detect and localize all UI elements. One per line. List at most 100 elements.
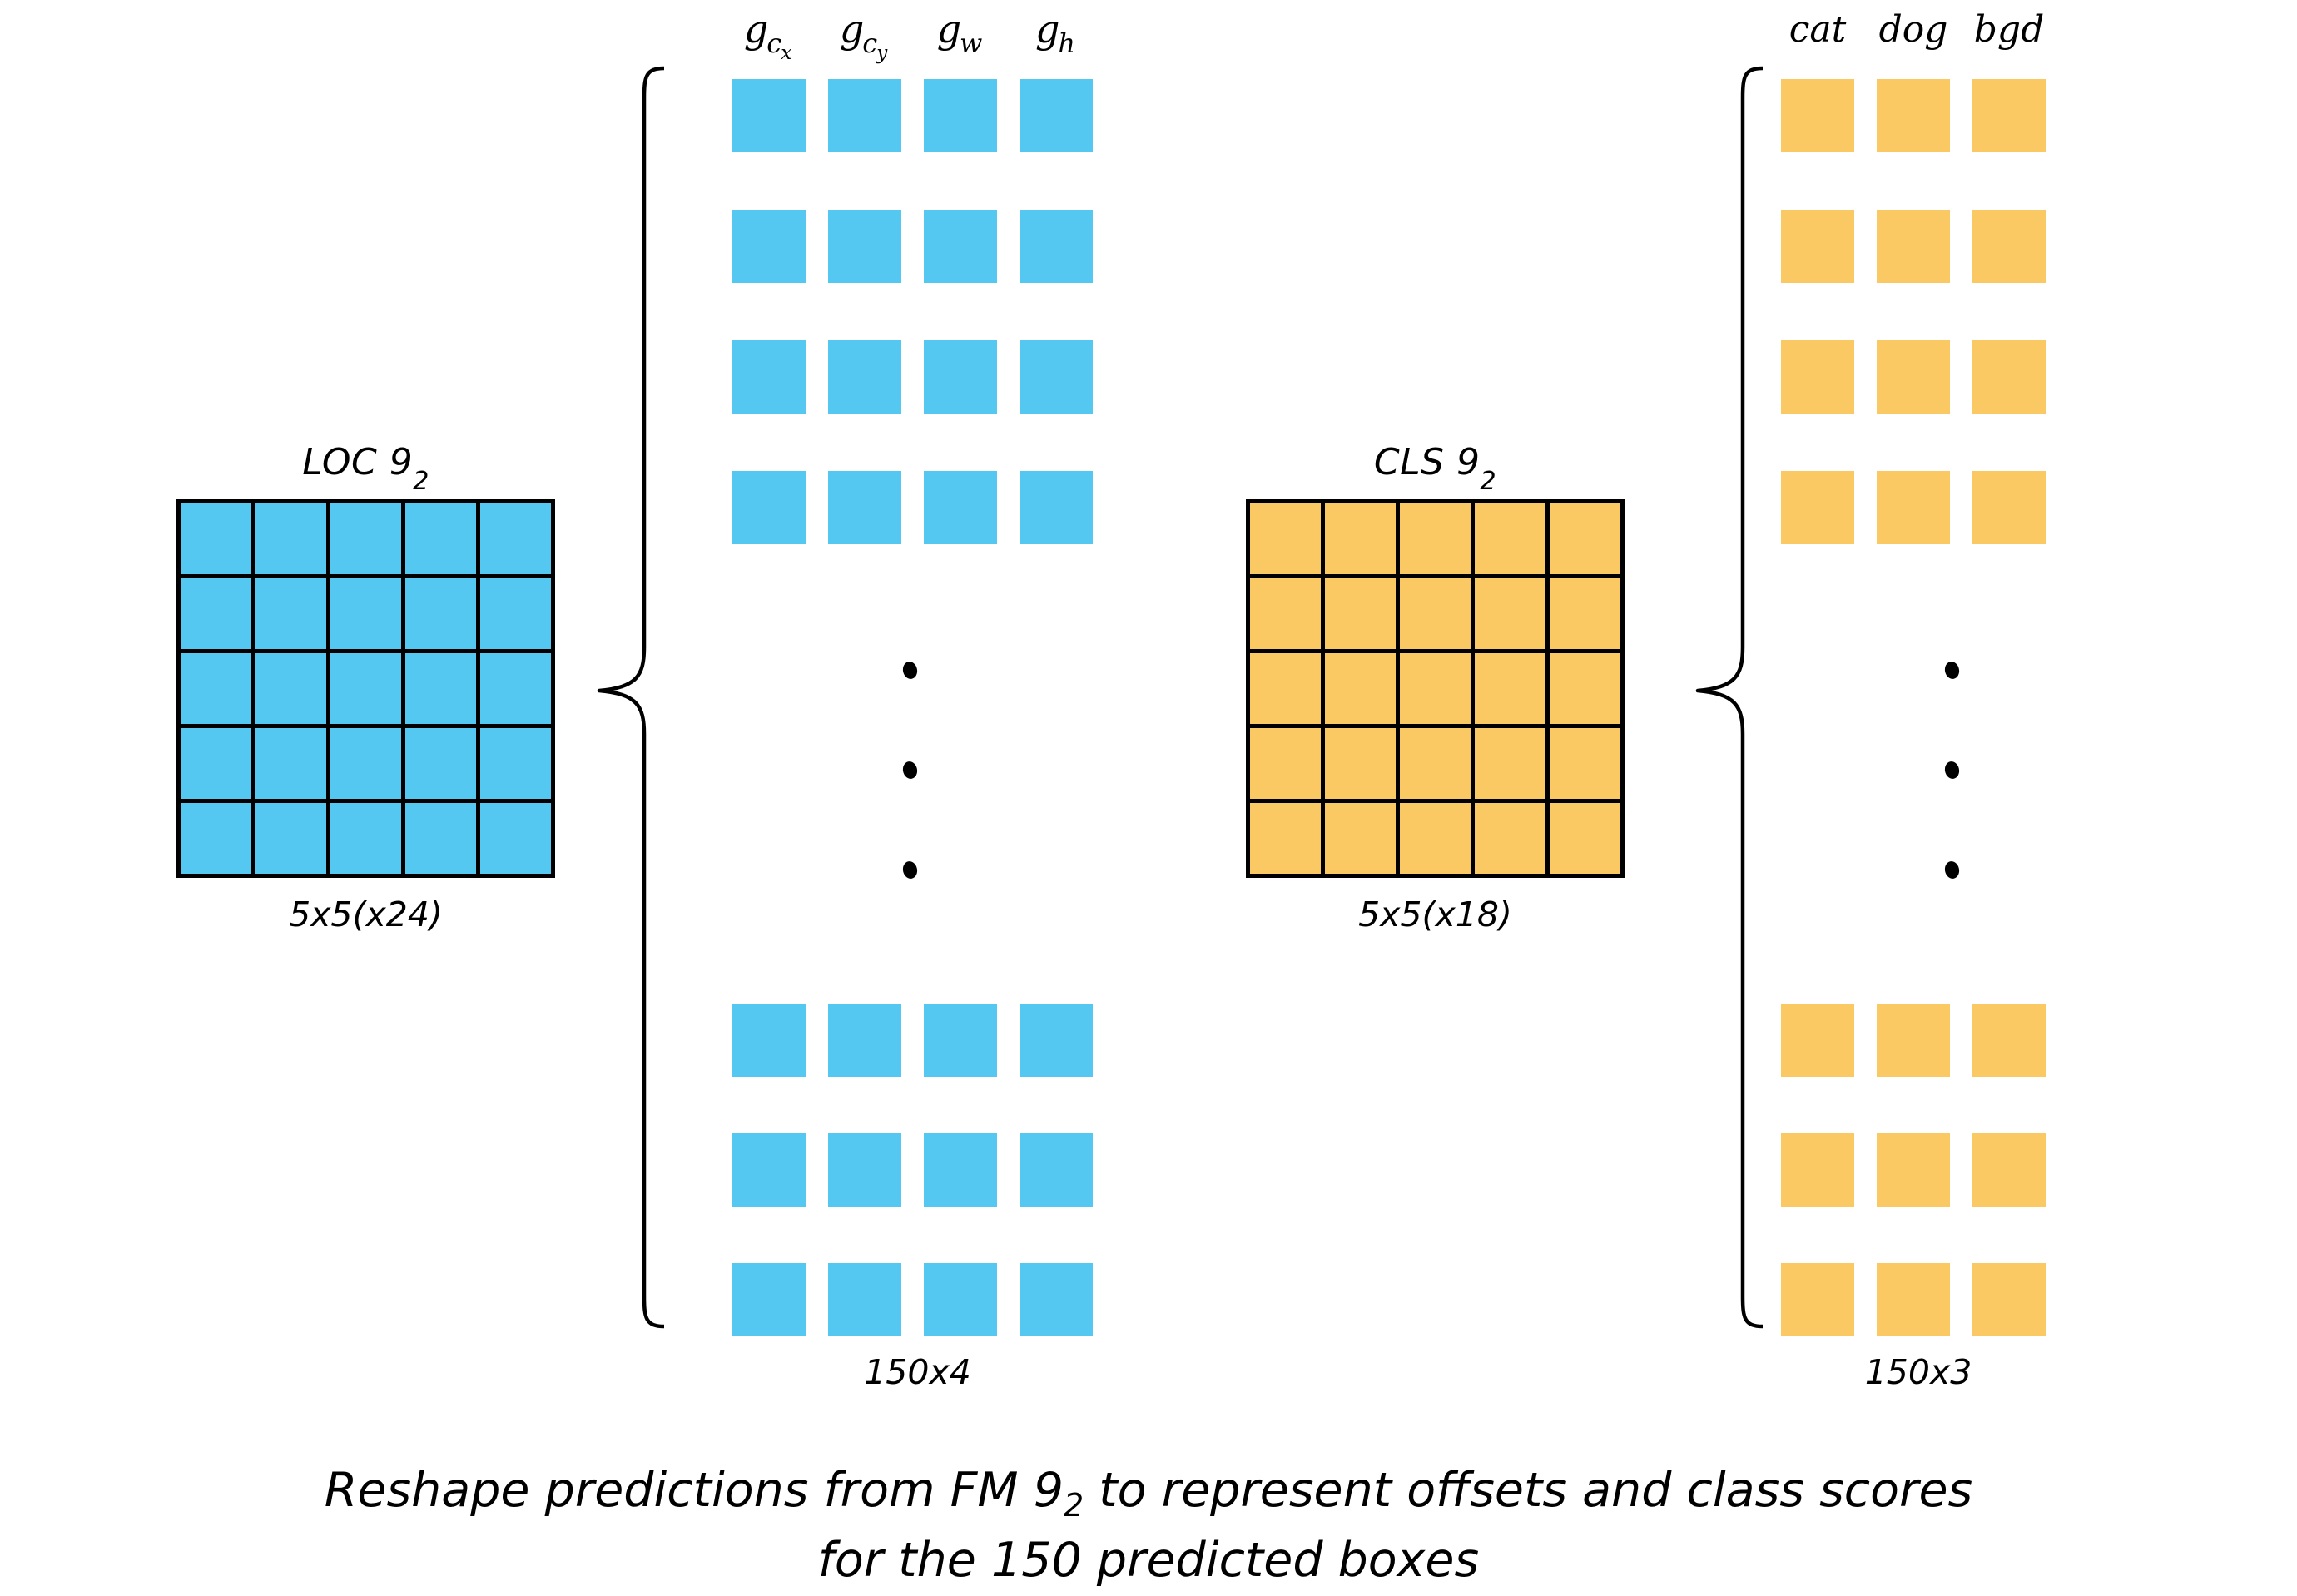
- loc-title-text: LOC 9: [302, 441, 414, 483]
- loc-grid-cell: [405, 653, 476, 724]
- cls-pred-square: [1781, 79, 1854, 152]
- cls-feature-map-dims: 5x5(x18): [1358, 895, 1512, 934]
- loc-pred-square: [1020, 1133, 1093, 1207]
- loc-feature-map-title: LOC 92: [176, 441, 555, 496]
- loc-column-header-g-h: gh: [983, 7, 1129, 59]
- cls-title-text: CLS 9: [1373, 441, 1481, 483]
- loc-column-header-g-cx: gcx: [696, 7, 842, 64]
- cls-vertical-ellipsis: [1943, 660, 1965, 895]
- cls-grid-cell: [1250, 728, 1321, 799]
- cls-grid-cell: [1550, 503, 1620, 574]
- cls-pred-square: [1972, 1133, 2046, 1207]
- cls-feature-map-grid: [1246, 499, 1625, 878]
- loc-head-base: g: [743, 7, 769, 52]
- loc-pred-square: [1020, 1004, 1093, 1077]
- caption-line-2: for the 150 predicted boxes: [817, 1533, 1480, 1588]
- loc-grid-cell: [181, 653, 251, 724]
- cls-pred-square: [1972, 1263, 2046, 1336]
- loc-pred-square: [1020, 471, 1093, 544]
- loc-grid-cell: [255, 578, 326, 649]
- loc-pred-square: [924, 1263, 997, 1336]
- loc-pred-square: [1020, 340, 1093, 414]
- loc-pred-row: [732, 1004, 1093, 1077]
- ellipsis-dot: [1943, 760, 1961, 781]
- loc-pred-square: [828, 471, 901, 544]
- cls-pred-square: [1877, 471, 1950, 544]
- cls-pred-row: [1781, 471, 2046, 544]
- loc-pred-square: [924, 340, 997, 414]
- loc-grid-cell: [330, 728, 401, 799]
- loc-brace: [593, 65, 664, 1330]
- loc-grid-cell: [405, 803, 476, 874]
- cls-grid-cell: [1250, 803, 1321, 874]
- loc-grid-cell: [181, 803, 251, 874]
- loc-grid-cell: [480, 578, 551, 649]
- loc-grid-cell: [330, 803, 401, 874]
- cls-grid-cell: [1325, 653, 1396, 724]
- caption-line1-subscript: 2: [1064, 1487, 1084, 1524]
- cls-grid-cell: [1250, 503, 1321, 574]
- loc-pred-square: [732, 471, 806, 544]
- cls-pred-square: [1972, 340, 2046, 414]
- cls-brace: [1691, 65, 1763, 1330]
- cls-grid-cell: [1475, 728, 1545, 799]
- loc-head-sub2: y: [876, 42, 888, 64]
- loc-column-header-g-cy: gcy: [791, 7, 938, 64]
- cls-grid-cell: [1250, 578, 1321, 649]
- cls-grid-cell: [1325, 803, 1396, 874]
- loc-head-sub1: w: [960, 27, 983, 59]
- loc-pred-square: [924, 210, 997, 283]
- cls-pred-square: [1877, 1133, 1950, 1207]
- cls-pred-row: [1781, 1263, 2046, 1336]
- loc-head-sub1: c: [862, 27, 878, 59]
- loc-pred-square: [828, 79, 901, 152]
- cls-pred-square: [1781, 1133, 1854, 1207]
- cls-grid-cell: [1475, 578, 1545, 649]
- loc-pred-square: [924, 79, 997, 152]
- loc-pred-square: [828, 1004, 901, 1077]
- loc-pred-row: [732, 1263, 1093, 1336]
- loc-grid-cell: [255, 803, 326, 874]
- ellipsis-dot: [1943, 660, 1961, 681]
- loc-grid-cell: [330, 578, 401, 649]
- loc-grid-cell: [480, 803, 551, 874]
- cls-pred-row: [1781, 210, 2046, 283]
- cls-grid-cell: [1325, 728, 1396, 799]
- cls-grid-cell: [1550, 803, 1620, 874]
- cls-reshaped-dims: 150x3: [1864, 1352, 1972, 1392]
- loc-grid-cell: [181, 728, 251, 799]
- cls-pred-square: [1972, 1004, 2046, 1077]
- loc-pred-square: [924, 1133, 997, 1207]
- caption-line-1: Reshape predictions from FM 92 to repres…: [0, 1458, 2297, 1528]
- loc-grid-cell: [480, 653, 551, 724]
- figure-caption: Reshape predictions from FM 92 to repres…: [0, 1458, 2297, 1593]
- loc-pred-row: [732, 79, 1093, 152]
- cls-title-subscript: 2: [1480, 466, 1497, 496]
- loc-pred-row: [732, 210, 1093, 283]
- loc-vertical-ellipsis: [901, 660, 923, 895]
- loc-grid-cell: [405, 728, 476, 799]
- cls-pred-square: [1781, 210, 1854, 283]
- cls-pred-square: [1781, 1263, 1854, 1336]
- caption-line1-after: to represent offsets and class scores: [1084, 1463, 1973, 1518]
- loc-grid-cell: [330, 653, 401, 724]
- loc-feature-map-dims: 5x5(x24): [289, 895, 443, 934]
- cls-pred-row: [1781, 79, 2046, 152]
- loc-pred-square: [732, 340, 806, 414]
- cls-pred-square: [1877, 1263, 1950, 1336]
- loc-pred-square: [732, 210, 806, 283]
- loc-head-base: g: [1034, 7, 1060, 52]
- cls-pred-square: [1877, 1004, 1950, 1077]
- cls-grid-cell: [1325, 578, 1396, 649]
- loc-pred-square: [828, 1263, 901, 1336]
- loc-pred-row: [732, 1133, 1093, 1207]
- ellipsis-dot: [901, 660, 919, 681]
- loc-pred-square: [732, 79, 806, 152]
- cls-pred-square: [1781, 340, 1854, 414]
- cls-grid-cell: [1475, 653, 1545, 724]
- loc-grid-cell: [255, 728, 326, 799]
- cls-grid-cell: [1550, 728, 1620, 799]
- loc-grid-cell: [405, 503, 476, 574]
- loc-pred-square: [924, 471, 997, 544]
